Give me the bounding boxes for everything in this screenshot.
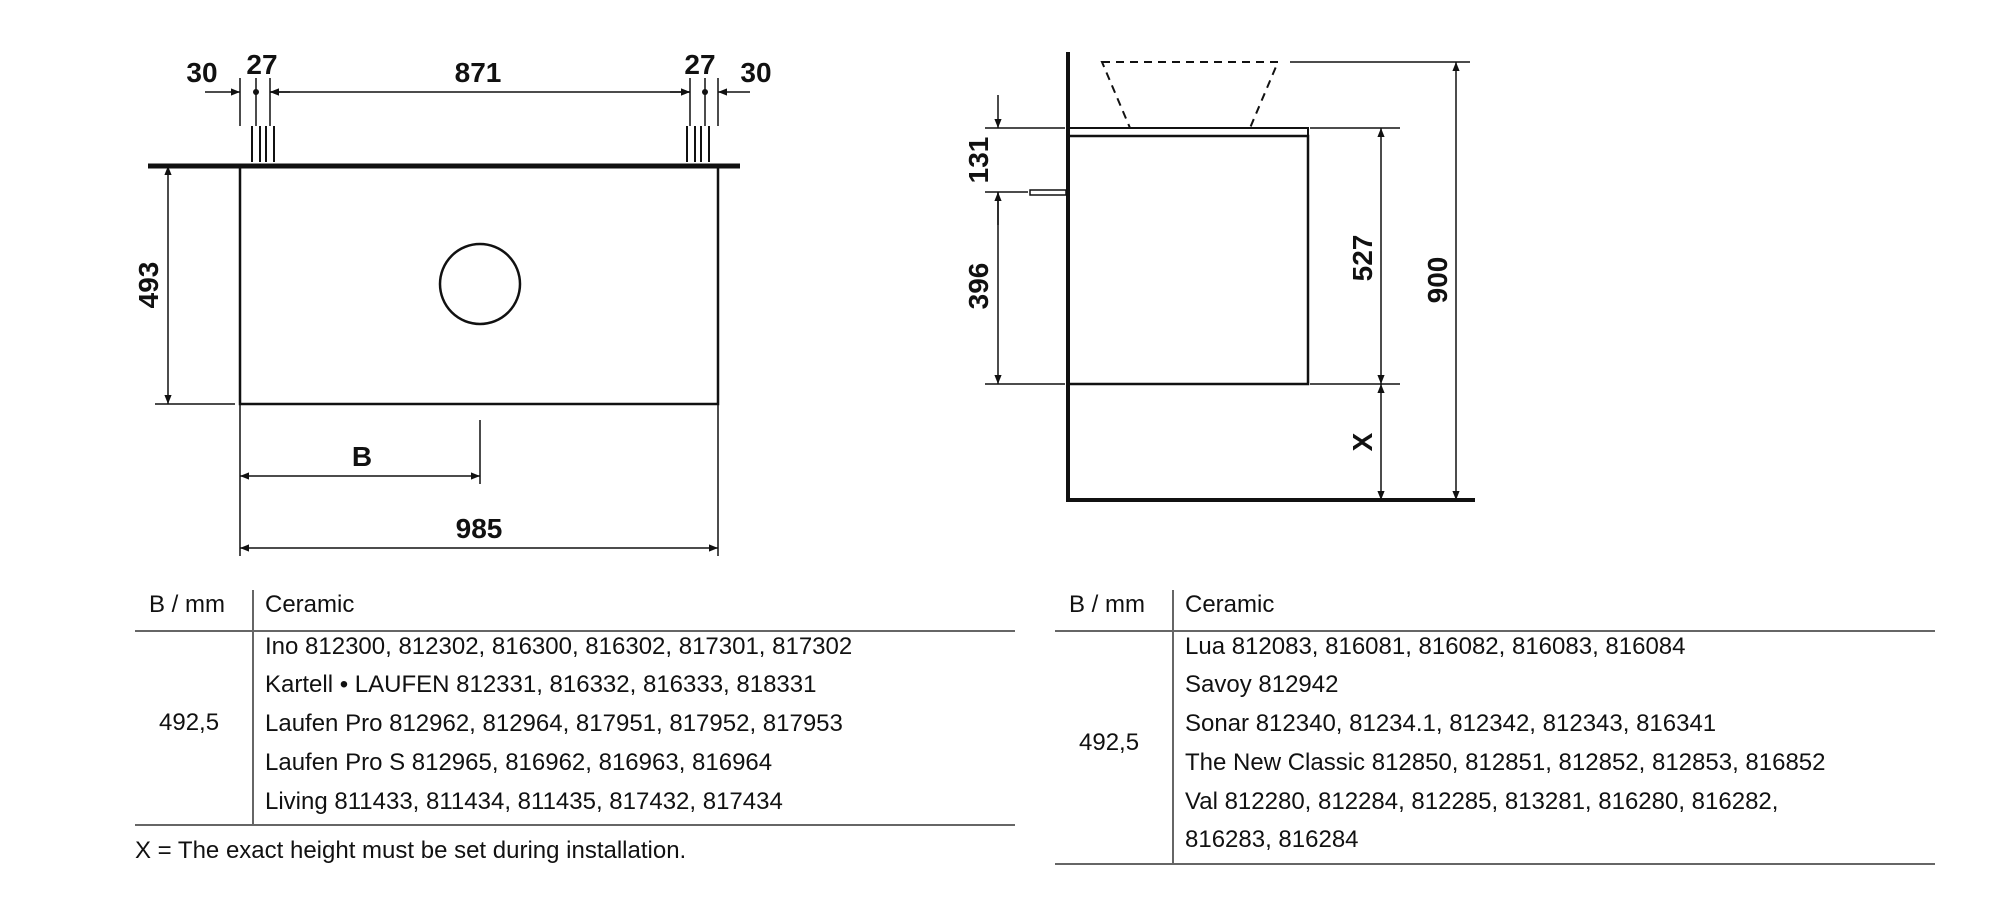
drain-hole: [438, 242, 522, 326]
width-dimension: [240, 404, 719, 556]
table-row: Ino 812300, 812302, 816300, 816302, 8173…: [265, 633, 853, 660]
table-row: The New Classic 812850, 812851, 812852, …: [1185, 749, 1826, 776]
dim-x: X: [1347, 432, 1378, 451]
side-cabinet: [1066, 134, 1310, 386]
b-dimension: [239, 404, 481, 556]
side-view-labels: 131 396 527 X 900: [963, 137, 1453, 452]
column-divider: [252, 590, 254, 824]
table-row: Sonar 812340, 81234.1, 812342, 812343, 8…: [1185, 710, 1717, 737]
front-view: [148, 78, 750, 556]
header-ceramic: Ceramic: [1185, 591, 1275, 618]
dim-top: 131: [963, 137, 994, 184]
table-right: B / mm Ceramic 492,5 Lua 812083, 816081,…: [1055, 590, 1935, 870]
basin-dashed: [1100, 61, 1280, 129]
table-row: Laufen Pro 812962, 812964, 817951, 81795…: [265, 710, 843, 737]
table-bottom: [1055, 863, 1935, 865]
depth-dimension: [155, 165, 235, 405]
front-view-labels: 30 27 871 27 30 493 B 985: [133, 49, 772, 544]
dim-total: 900: [1422, 257, 1453, 304]
header-divider: [1055, 630, 1935, 632]
table-row: Laufen Pro S 812965, 816962, 816963, 816…: [265, 749, 773, 776]
table-row: Lua 812083, 816081, 816082, 816083, 8160…: [1185, 633, 1686, 660]
dim-between-taps: 871: [455, 57, 502, 88]
table-row: Living 811433, 811434, 811435, 817432, 8…: [265, 788, 783, 815]
table-row: Kartell • LAUFEN 812331, 816332, 816333,…: [265, 671, 817, 698]
cabinet-outline: [238, 164, 720, 406]
dim-right-margin: 30: [740, 57, 771, 88]
dim-left-tap: 27: [246, 49, 277, 80]
dim-width: 985: [456, 513, 503, 544]
wall-bracket: [1029, 189, 1067, 196]
table-row: Savoy 812942: [1185, 671, 1339, 698]
installation-note: X = The exact height must be set during …: [135, 837, 687, 864]
dim-left-margin: 30: [186, 57, 217, 88]
dim-mid: 396: [963, 263, 994, 310]
table-left: B / mm Ceramic 492,5 Ino 812300, 812302,…: [135, 590, 1015, 830]
b-value: 492,5: [1079, 729, 1140, 756]
header-divider: [135, 630, 1015, 632]
column-divider: [1172, 590, 1174, 863]
header-b: B / mm: [1069, 591, 1145, 618]
dim-depth: 493: [133, 262, 164, 309]
side-view: [985, 52, 1475, 502]
top-dimension-chain: [205, 78, 750, 126]
left-side-dimensions: [985, 95, 1065, 385]
header-ceramic: Ceramic: [265, 591, 355, 618]
tap-hole-left: [251, 126, 275, 162]
table-bottom: [135, 824, 1015, 826]
header-b: B / mm: [149, 591, 225, 618]
right-side-dimensions: [1290, 61, 1470, 500]
dim-right-tap: 27: [684, 49, 715, 80]
table-row: Val 812280, 812284, 812285, 813281, 8162…: [1185, 788, 1779, 815]
table-row: 816283, 816284: [1185, 826, 1359, 853]
dim-b: B: [352, 441, 372, 472]
tap-hole-right: [686, 126, 710, 162]
technical-drawing: 30 27 871 27 30 493 B 985: [133, 49, 1475, 556]
b-value: 492,5: [159, 709, 220, 736]
dim-cabinet: 527: [1347, 235, 1378, 282]
